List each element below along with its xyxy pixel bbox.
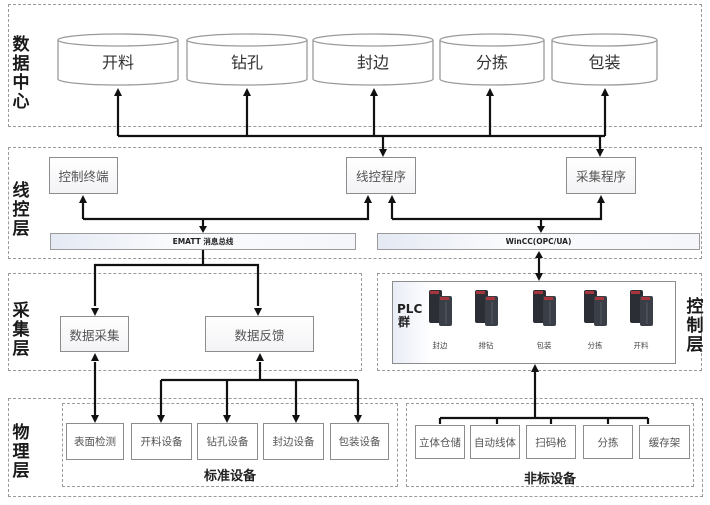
arrowhead [91, 415, 99, 423]
arrowhead [114, 88, 122, 96]
data-feedback-node: 数据反馈 [205, 316, 314, 352]
collect-program-node: 采集程序 [566, 157, 636, 194]
database-label: 包装 [588, 53, 621, 72]
database-label: 封边 [356, 53, 389, 72]
plc-controller-icon [630, 290, 653, 326]
control-layer-label: 控制层 [686, 297, 704, 355]
standard-device: 开料设备 [131, 423, 192, 460]
arrowhead [535, 251, 543, 258]
collection-layer [8, 273, 362, 371]
plc-device [524, 288, 564, 332]
plc-device [466, 288, 506, 332]
arrowhead [157, 415, 165, 423]
arrowhead [535, 273, 543, 281]
database-cylinder: 封边 [312, 33, 434, 87]
plc-device [621, 288, 661, 332]
database-icon [551, 33, 658, 86]
plc-controller-icon [475, 290, 498, 326]
standard-device: 钻孔设备 [197, 423, 258, 460]
arrowhead [531, 364, 539, 372]
arrowhead [354, 415, 362, 423]
nonstandard-device: 自动线体 [470, 425, 520, 459]
arrowhead [91, 353, 99, 361]
data-center-label: 数据中心 [12, 35, 30, 112]
collection-label: 采集层 [12, 301, 30, 359]
arrowhead [601, 88, 609, 96]
data-collect-node: 数据采集 [60, 316, 129, 352]
physical-layer-label: 物理层 [12, 423, 30, 481]
standard-device: 表面检测 [66, 423, 124, 460]
nonstandard-device: 缓存架 [639, 425, 690, 459]
arrowhead [199, 226, 207, 233]
data-center-layer [8, 4, 702, 127]
control-terminal-node: 控制终端 [49, 157, 118, 194]
plc-controller-icon [533, 290, 556, 326]
nonstandard-devices-branch [438, 416, 650, 424]
database-cylinder: 包装 [551, 33, 658, 87]
line-program-node: 线控程序 [346, 157, 416, 194]
standard-devices-branch [159, 378, 360, 416]
plc-device [575, 288, 615, 332]
standard-devices-group [62, 403, 398, 487]
nonstandard-devices-title: 非标设备 [523, 472, 576, 487]
plc-device [420, 288, 460, 332]
plc-label: 排钻 [478, 341, 494, 350]
plc-label: 开料 [633, 341, 649, 350]
arrowhead [364, 195, 372, 203]
database-icon [57, 33, 179, 86]
nonstandard-devices-group [406, 403, 694, 487]
database-cylinder: 分拣 [439, 33, 545, 87]
wincc-branch-line [390, 202, 603, 221]
arrowhead [486, 88, 494, 96]
database-icon [186, 33, 308, 86]
wincc-opc-ua-bus: WinCC(OPC/UA) [377, 233, 700, 250]
arrowhead [254, 308, 262, 316]
line-control-label: 线控层 [12, 181, 30, 239]
arrowhead [537, 226, 545, 233]
arrowhead [91, 308, 99, 316]
physical-layer [8, 398, 703, 497]
plc-controller-icon [429, 290, 452, 326]
arrowhead [223, 415, 231, 423]
plc-label: 封边 [432, 341, 448, 350]
arrowhead [388, 195, 396, 203]
database-icon [439, 33, 545, 86]
database-label: 钻孔 [230, 53, 263, 72]
arrowhead [597, 195, 605, 203]
standard-device: 包装设备 [330, 423, 389, 460]
database-cylinder: 开料 [57, 33, 179, 87]
database-icon [312, 33, 434, 86]
line-control-layer [8, 147, 702, 259]
emqtt-to-collection-line [93, 250, 260, 306]
arrowhead [243, 88, 251, 96]
plc-controller-icon [584, 290, 607, 326]
plc-label: 包装 [536, 341, 552, 350]
standard-devices-title: 标准设备 [203, 469, 256, 484]
arrowhead [292, 415, 300, 423]
nonstandard-device: 分拣 [583, 425, 633, 459]
plc-label: 分拣 [587, 341, 603, 350]
database-label: 分拣 [475, 53, 508, 72]
arrowhead [370, 88, 378, 96]
arrowhead [79, 195, 87, 203]
database-label: 开料 [101, 53, 134, 72]
emqtt-message-bus: EMATT 消息总线 [50, 233, 356, 250]
database-cylinder: 钻孔 [186, 33, 308, 87]
standard-device: 封边设备 [263, 423, 324, 460]
arrowhead [379, 149, 387, 157]
nonstandard-device: 立体仓储 [415, 425, 465, 459]
arrowhead [256, 353, 264, 361]
arrowhead [596, 149, 604, 157]
emqtt-branch-line [81, 202, 370, 221]
nonstandard-device: 扫码枪 [526, 425, 576, 459]
